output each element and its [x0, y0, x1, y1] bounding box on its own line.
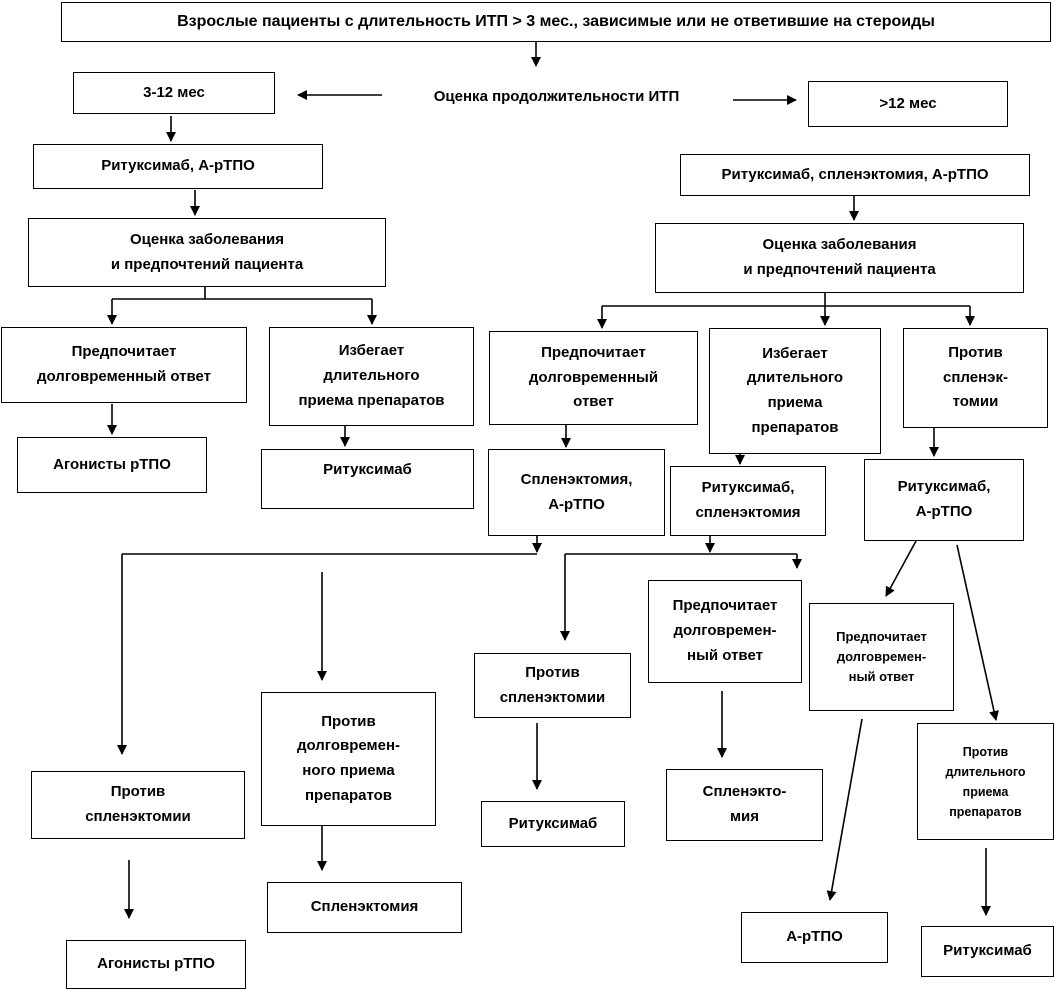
long-treatment-box: Ритуксимаб, спленэктомия, А-рТПО: [680, 154, 1030, 196]
duration-over-12-box: >12 мес: [808, 81, 1008, 127]
c-against-long-therapy-box: Против длительного приема препаратов: [917, 723, 1054, 840]
b-rituximab-box: Ритуксимаб: [481, 801, 625, 847]
rituximab-splenectomy-box: Ритуксимаб, спленэктомия: [670, 466, 826, 536]
long-prefers-long-response-box: Предпочитает долговременный ответ: [489, 331, 698, 425]
short-agonists-box: Агонисты рТПО: [17, 437, 207, 493]
rituximab-atpo-box: Ритуксимаб, А-рТПО: [864, 459, 1024, 541]
c-rituximab-box: Ритуксимаб: [921, 926, 1054, 977]
b-splenectomy-box: Спленэкто- мия: [666, 769, 823, 841]
long-avoids-long-therapy-box: Избегает длительного приема препаратов: [709, 328, 881, 454]
assess-duration-box: Оценка продолжительности ИТП: [390, 77, 723, 117]
c-atpo-box: А-рТПО: [741, 912, 888, 963]
short-treatment-box: Ритуксимаб, А-рТПО: [33, 144, 323, 189]
splenectomy-atpo-box: Спленэктомия, А-рТПО: [488, 449, 665, 536]
long-eval-box: Оценка заболевания и предпочтений пациен…: [655, 223, 1024, 293]
a-agonists-box: Агонисты рТПО: [66, 940, 246, 989]
b-against-splenectomy-box: Против спленэктомии: [474, 653, 631, 718]
a-against-long-therapy-box: Против долговремен- ного приема препарат…: [261, 692, 436, 826]
root-patients-box: Взрослые пациенты с длительность ИТП > 3…: [61, 2, 1051, 42]
short-avoids-long-therapy-box: Избегает длительного приема препаратов: [269, 327, 474, 426]
short-prefers-long-response-box: Предпочитает долговременный ответ: [1, 327, 247, 403]
c-prefers-long-response-box: Предпочитает долговремен- ный ответ: [809, 603, 954, 711]
duration-3-12-box: 3-12 мес: [73, 72, 275, 114]
short-rituximab-box: Ритуксимаб: [261, 449, 474, 509]
a-splenectomy-box: Спленэктомия: [267, 882, 462, 933]
a-against-splenectomy-box: Против спленэктомии: [31, 771, 245, 839]
long-against-splenectomy-box: Против спленэк- томии: [903, 328, 1048, 428]
b-prefers-long-response-box: Предпочитает долговремен- ный ответ: [648, 580, 802, 683]
short-eval-box: Оценка заболевания и предпочтений пациен…: [28, 218, 386, 287]
